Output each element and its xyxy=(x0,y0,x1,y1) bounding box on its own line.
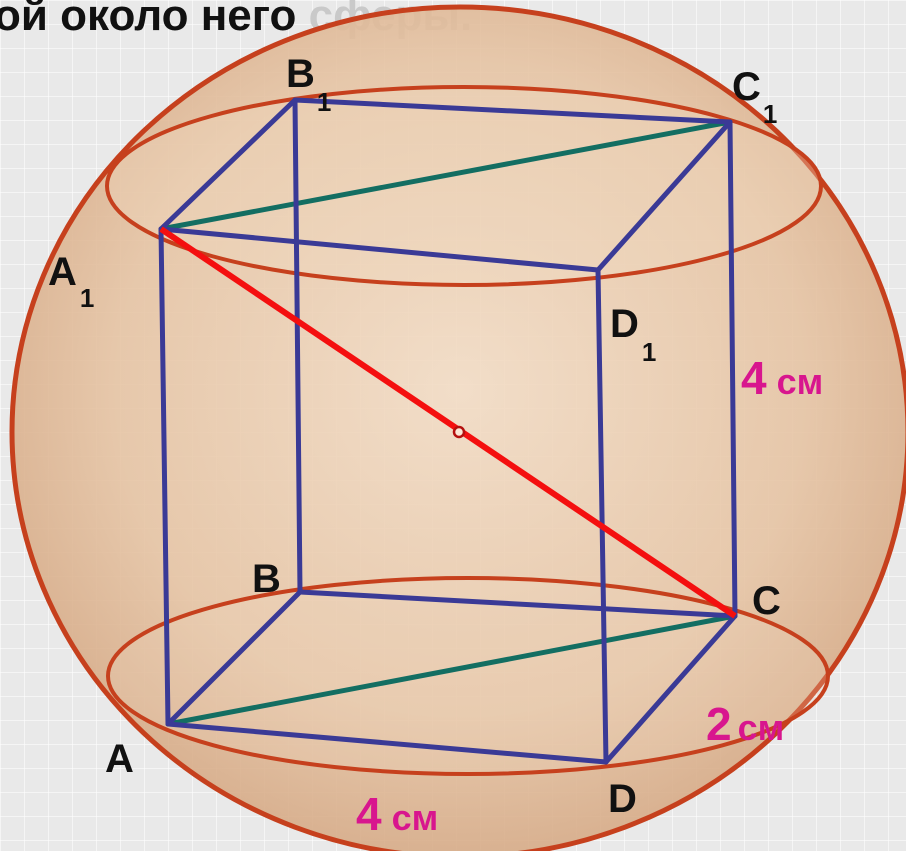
vertex-label-c: C xyxy=(752,579,781,623)
edge-a-b xyxy=(165,589,303,727)
vertex-label-b1: B1 xyxy=(286,52,331,117)
top-face-diagonal-a1c1 xyxy=(160,119,731,232)
sphere-center-point xyxy=(452,425,466,439)
prism-edges xyxy=(158,97,738,765)
space-diagonal-a1c xyxy=(159,226,737,619)
edge-d-d1 xyxy=(595,267,609,765)
edge-a1-b1 xyxy=(158,97,298,232)
edge-d-a xyxy=(165,721,609,765)
edge-a-a1 xyxy=(158,226,171,727)
bottom-face-diagonal-ac xyxy=(167,613,736,727)
edge-b-c xyxy=(297,589,738,619)
edge-d1-a1 xyxy=(158,226,601,273)
vertex-label-b: B xyxy=(252,557,281,601)
edge-b1-c1 xyxy=(292,97,733,125)
title-part-visible: ой около него xyxy=(0,0,309,40)
bottom-section-circle xyxy=(106,576,830,776)
edge-c-c1 xyxy=(727,119,738,619)
edge-c-d xyxy=(603,613,738,765)
edge-b-b1 xyxy=(292,97,303,595)
vertex-label-a: A xyxy=(105,737,134,781)
edge-c1-d1 xyxy=(595,119,733,273)
vertex-label-c1: C1 xyxy=(732,65,777,129)
vertex-label-d1: D1 xyxy=(610,302,656,367)
vertex-label-a1: A1 xyxy=(48,250,94,313)
vertex-label-d: D xyxy=(608,777,637,821)
